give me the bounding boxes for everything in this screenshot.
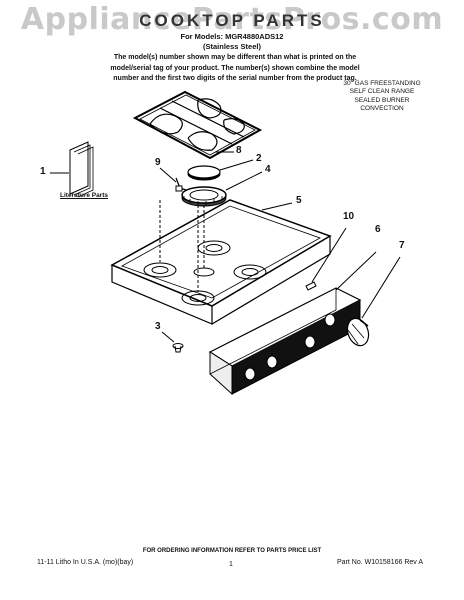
callout-5: 5 bbox=[296, 195, 302, 206]
callout-3: 3 bbox=[155, 321, 161, 332]
leader-2 bbox=[219, 159, 254, 171]
callout-1: 1 bbox=[40, 166, 46, 177]
ordering-info: FOR ORDERING INFORMATION REFER TO PARTS … bbox=[142, 548, 322, 554]
leader-6 bbox=[335, 251, 377, 291]
callout-9: 9 bbox=[155, 157, 161, 168]
grate bbox=[132, 90, 263, 160]
callout-6: 6 bbox=[375, 224, 381, 235]
burner-base bbox=[181, 186, 227, 207]
leader-4 bbox=[225, 171, 263, 191]
cooktop bbox=[110, 199, 332, 325]
manifold-panel bbox=[208, 287, 362, 396]
finish-label: (Stainless Steel) bbox=[203, 42, 261, 51]
model-note: The model(s) number shown may be differe… bbox=[110, 54, 360, 82]
litho-info: 11-11 Litho In U.S.A. (mo)(bay) bbox=[37, 559, 134, 566]
leader-5 bbox=[261, 202, 293, 211]
page-number: 1 bbox=[229, 561, 233, 568]
models-line: For Models: MGR4880ADS12 bbox=[180, 32, 284, 41]
page-title: COOKTOP PARTS bbox=[139, 11, 325, 30]
product-desc-line: SELF CLEAN RANGE bbox=[349, 88, 415, 96]
callout-10: 10 bbox=[343, 211, 355, 222]
mounting-screw bbox=[172, 343, 184, 353]
leader-10 bbox=[311, 227, 347, 283]
callout-4: 4 bbox=[265, 164, 271, 175]
callout-7: 7 bbox=[399, 240, 405, 251]
spacer-clip bbox=[305, 281, 317, 291]
leader-7 bbox=[361, 256, 401, 319]
callout-2: 2 bbox=[256, 153, 262, 164]
product-description: 30" GAS FREESTANDING SELF CLEAN RANGE SE… bbox=[322, 80, 442, 114]
burner-cap bbox=[187, 165, 221, 181]
watermark: AppliancePartsPros.com bbox=[20, 2, 444, 37]
part-number: Part No. W10158166 Rev A bbox=[337, 559, 423, 566]
electrode bbox=[175, 177, 187, 192]
literature-booklet bbox=[69, 141, 94, 198]
leader-9 bbox=[159, 167, 177, 183]
product-desc-line: CONVECTION bbox=[360, 105, 404, 113]
product-desc-line: 30" GAS FREESTANDING bbox=[343, 80, 421, 87]
product-desc-line: SEALED BURNER bbox=[354, 96, 410, 104]
leader-3 bbox=[161, 331, 175, 343]
callout-8: 8 bbox=[236, 145, 242, 156]
literature-label: Literature Parts bbox=[60, 192, 109, 199]
control-knob bbox=[346, 317, 370, 347]
